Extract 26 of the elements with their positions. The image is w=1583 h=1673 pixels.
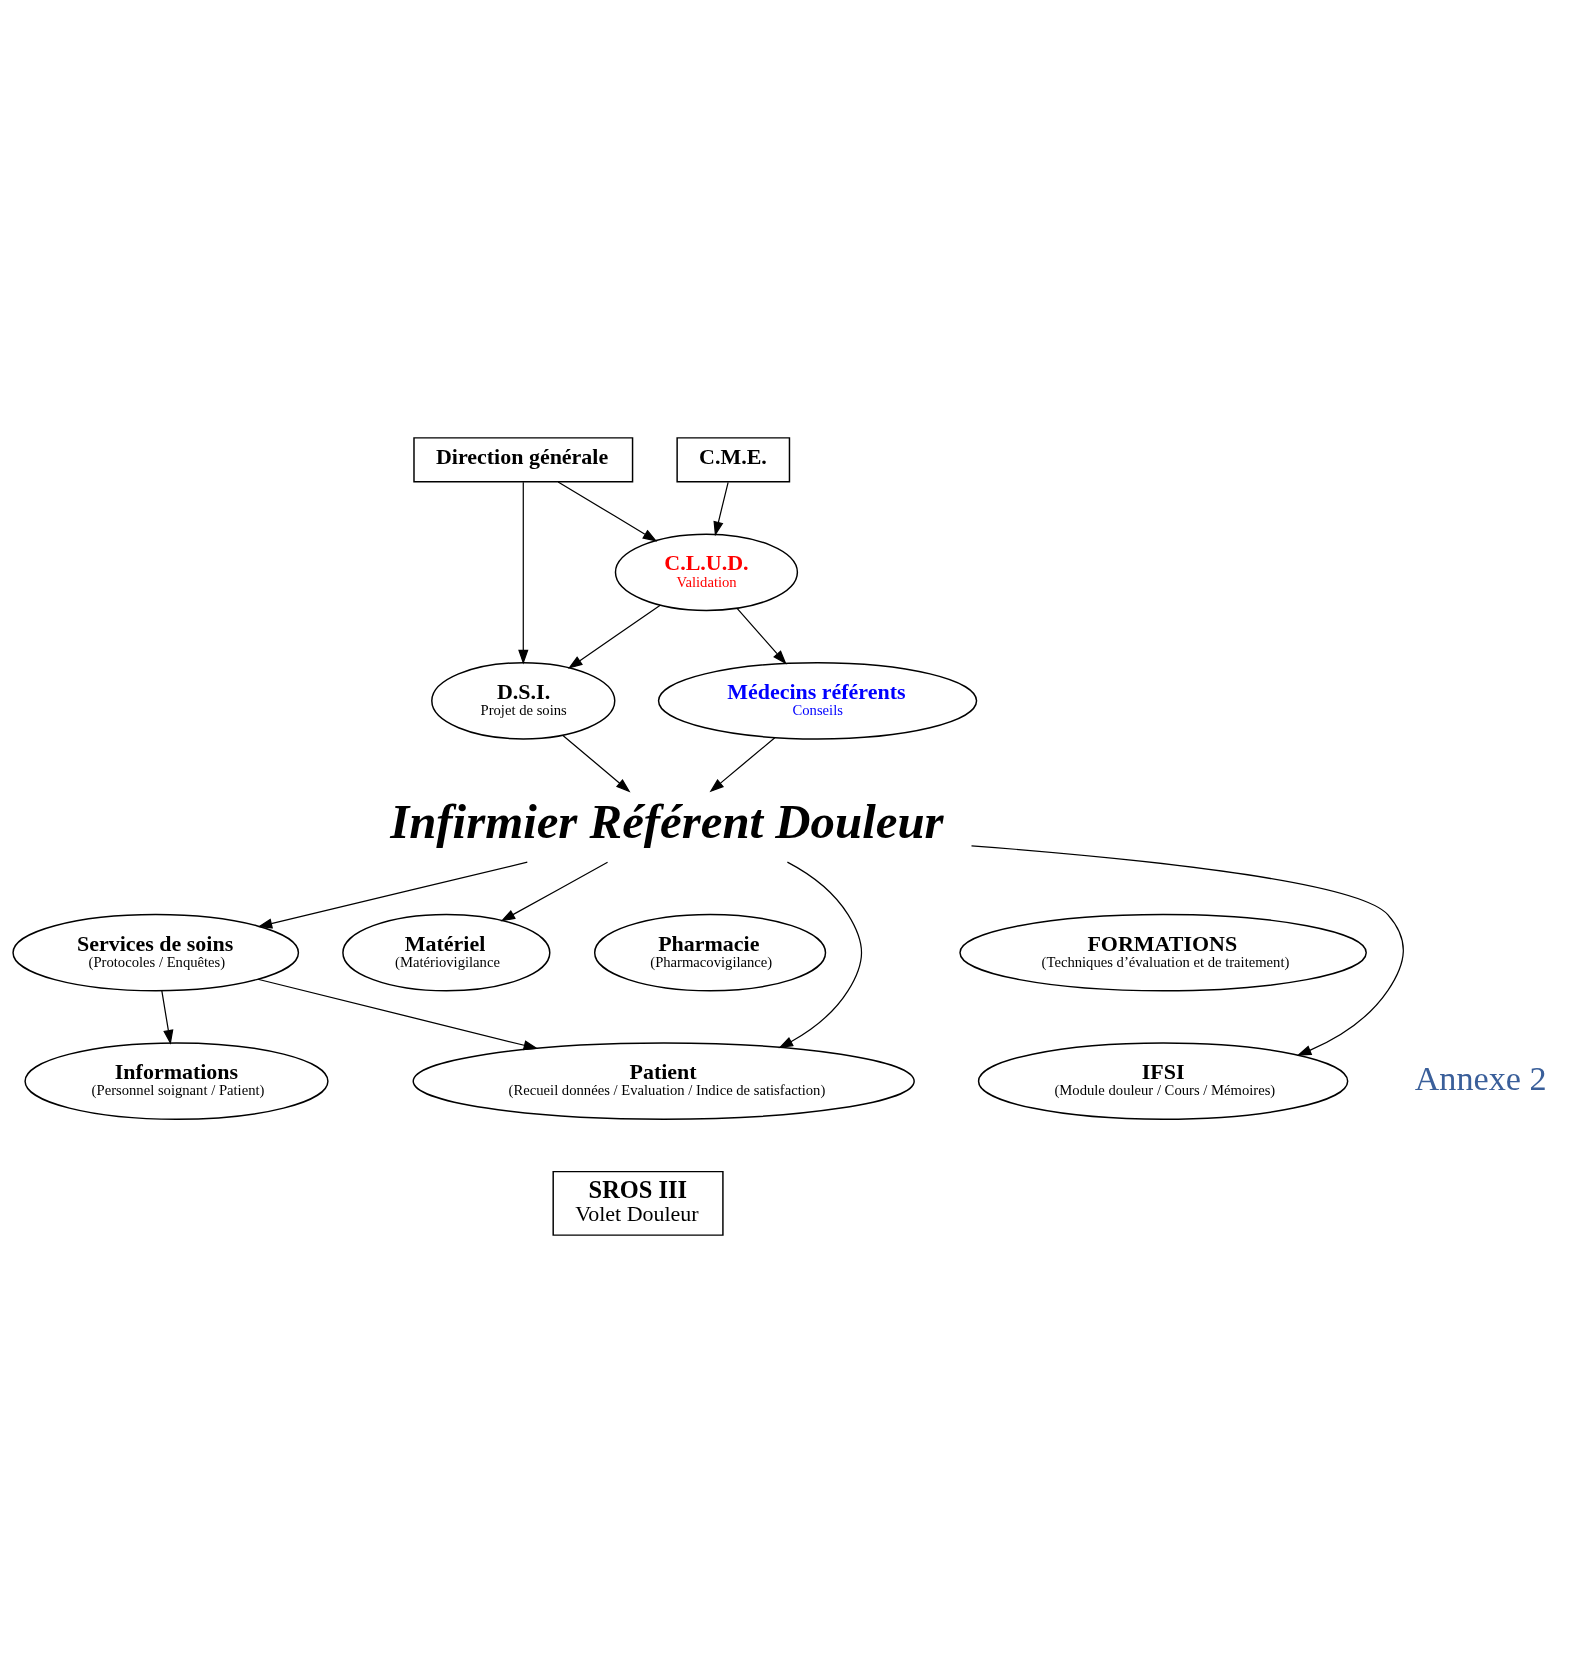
node-box: SROS III Volet Douleur [552,1170,724,1236]
node-ellipse: C.L.U.D. Validation [614,533,799,612]
node-ellipse: FORMATIONS (Techniques d’évaluation et de traitement) [959,913,1367,992]
node-ellipse: D.S.I. Projet de soins [431,661,616,740]
node-ellipse: Matériel (Matériovigilance [342,913,551,992]
arrow [500,861,609,922]
arrow [713,481,729,537]
arrow [562,734,631,793]
node-text: Infirmier Référent Douleur [390,793,944,849]
arrow [161,990,174,1045]
node-ellipse: Services de soins (Protocoles / Enquêtes) [12,913,300,992]
node-box: Direction générale [413,437,634,483]
arrow [736,607,787,665]
arrow [257,978,539,1051]
node-ellipse: Informations (Personnel soignant / Patient) [24,1042,329,1120]
arrow [709,737,776,793]
arrow [518,481,529,665]
arrow [778,861,863,1049]
node-ellipse: Pharmacie (Pharmacovigilance) [593,913,827,992]
node-box: C.M.E. [676,437,791,483]
arrow [970,845,1404,1056]
node-ellipse: Médecins référents Conseils [657,661,978,740]
arrow [567,604,661,669]
arrow [557,481,658,542]
label: Annexe 2 [1414,1059,1547,1097]
arrow [257,861,528,929]
